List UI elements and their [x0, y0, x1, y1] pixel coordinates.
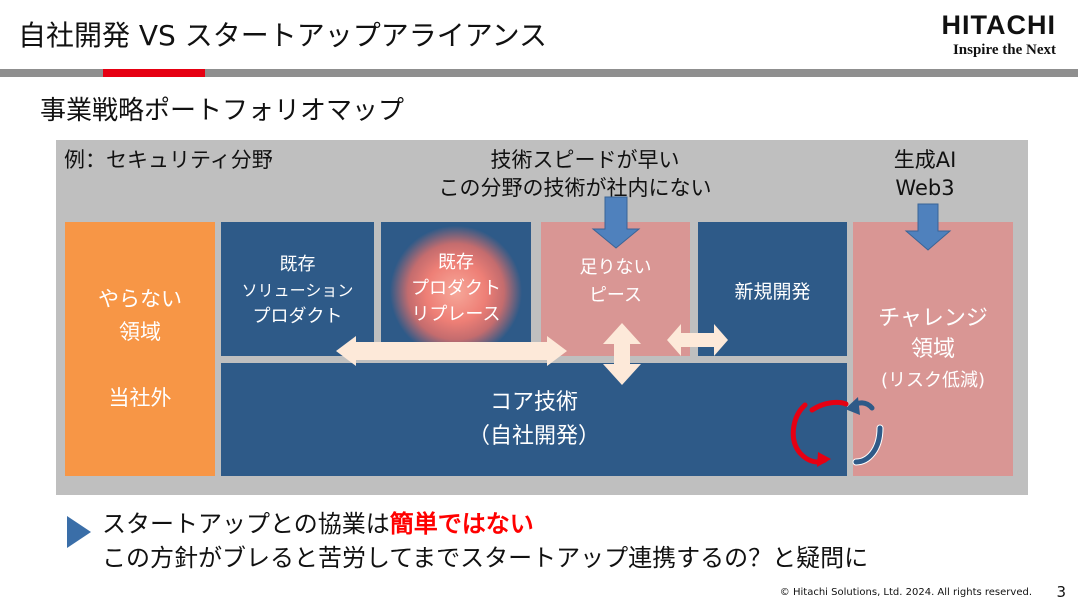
existing-product-line-1: 既存: [438, 252, 474, 273]
double-arrow-icon: [336, 336, 567, 366]
challenge-line-2: 領域: [910, 336, 955, 362]
note-center: 技術スピードが早い この分野の技術が社内にない: [430, 146, 740, 202]
missing-piece-line-2: ピース: [588, 285, 643, 306]
bullet-emphasis: 簡単ではない: [389, 510, 534, 538]
note-right: 生成AI Web3: [860, 146, 990, 202]
header-accent-bar: [103, 69, 205, 77]
existing-solution-line-3: プロダクト: [252, 306, 343, 327]
existing-product-replace-box: 既存 プロダクト リプレース: [381, 222, 531, 356]
header-divider: [0, 69, 1078, 77]
note-center-line-2: この分野の技術が社内にない: [438, 176, 712, 200]
note-right-line-2: Web3: [895, 176, 955, 200]
new-dev-label: 新規開発: [734, 281, 811, 303]
outside-line-2: 領域: [119, 320, 161, 344]
new-development-box: 新規開発: [698, 222, 847, 356]
hitachi-logo: HITACHI Inspire the Next: [942, 10, 1057, 59]
existing-product-line-3: リプレース: [411, 304, 501, 325]
outside-line-4: 当社外: [108, 386, 172, 410]
outside-scope-box: やらない 領域 当社外: [65, 222, 215, 476]
existing-solution-line-2: ソリューション: [241, 281, 354, 300]
triangle-right-icon: [67, 516, 91, 548]
example-label: 例：セキュリティ分野: [64, 148, 273, 172]
down-arrow-icon: [591, 196, 641, 249]
section-title: 事業戦略ポートフォリオマップ: [40, 96, 405, 126]
existing-product-line-2: プロダクト: [411, 278, 501, 299]
outside-line-1: やらない: [98, 287, 182, 311]
page-number: 3: [1056, 583, 1066, 601]
down-arrow-icon: [904, 203, 952, 251]
bullet-line-2: この方針がブレると苦労してまでスタートアップ連携するの？と疑問に: [102, 544, 869, 572]
double-arrow-icon: [667, 324, 728, 356]
cycle-arrows-icon: [790, 397, 884, 467]
core-technology-box: コア技術 （自社開発）: [221, 363, 847, 476]
core-line-2: （自社開発）: [467, 423, 600, 449]
bullet-line-1: スタートアップとの協業は簡単ではない: [102, 507, 868, 541]
logo-wordmark: HITACHI: [941, 10, 1056, 40]
existing-solution-line-1: 既存: [279, 254, 316, 275]
logo-tagline: Inspire the Next: [952, 42, 1056, 58]
slide-title: 自社開発 VS スタートアップアライアンス: [18, 19, 548, 52]
challenge-line-1: チャレンジ: [878, 305, 988, 331]
core-line-1: コア技術: [489, 389, 578, 415]
missing-piece-line-1: 足りない: [579, 257, 652, 278]
existing-solution-box: 既存 ソリューション プロダクト: [221, 222, 374, 356]
challenge-line-3: (リスク低減): [880, 369, 986, 391]
note-center-line-1: 技術スピードが早い: [490, 148, 680, 172]
double-arrow-icon: [603, 323, 641, 385]
bullet-point: スタートアップとの協業は簡単ではない この方針がブレると苦労してまでスタートアッ…: [102, 507, 868, 575]
bullet-line-1-prefix: スタートアップとの協業は: [102, 510, 390, 538]
copyright: © Hitachi Solutions, Ltd. 2024. All righ…: [779, 587, 1032, 598]
note-right-line-1: 生成AI: [893, 148, 957, 172]
